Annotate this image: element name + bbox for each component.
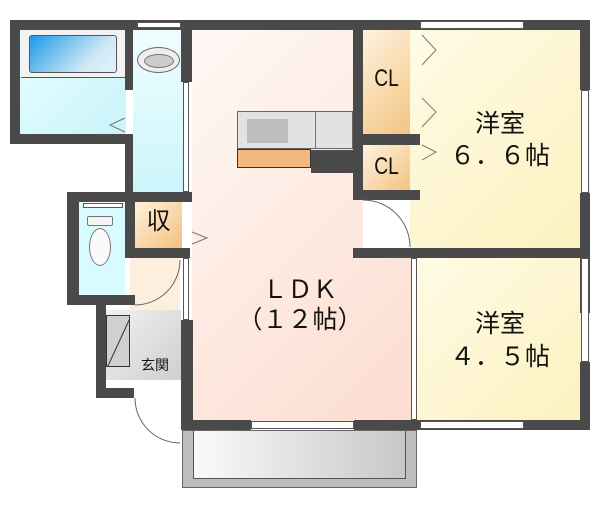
ldk-size: （１２帖） [237, 305, 363, 334]
door-swing-area [363, 200, 410, 248]
window [411, 258, 417, 420]
closet-2-label: CL [374, 153, 399, 180]
western-room-2-name: 洋室 [474, 309, 525, 338]
wall [10, 20, 590, 30]
sink [137, 47, 180, 73]
wall [96, 388, 134, 398]
wall [181, 420, 251, 430]
window [83, 203, 123, 208]
western-room-1 [410, 30, 590, 248]
wall [10, 20, 20, 144]
storage-room [135, 202, 182, 248]
balcony-floor [193, 431, 406, 479]
balcony [182, 430, 417, 488]
window [420, 421, 524, 429]
wall [67, 295, 135, 305]
window [581, 258, 589, 362]
shoe-cabinet-diagonal-icon [107, 319, 129, 366]
western-room-1-size: ６．６帖 [449, 141, 550, 170]
kitchen-stove [237, 149, 311, 168]
window [183, 258, 189, 320]
toilet-tank [87, 216, 113, 226]
entrance-label: 玄関 [141, 358, 169, 374]
wall [580, 362, 590, 430]
window [581, 90, 589, 193]
toilet-bowl [89, 228, 111, 266]
bathtub [29, 35, 117, 73]
wall [353, 134, 420, 145]
closet-1-label: CL [374, 65, 399, 92]
window [420, 21, 524, 29]
closet-2-room [363, 145, 410, 190]
western-room-1-name: 洋室 [474, 109, 525, 138]
wall [125, 134, 133, 202]
closet-1-room [363, 30, 410, 135]
western-room-2-size: ４．５帖 [449, 342, 550, 371]
wall [353, 190, 420, 200]
western-room-2 [416, 258, 590, 423]
sink-basin [144, 54, 174, 68]
wall [181, 320, 193, 430]
entrance-step [130, 258, 180, 310]
wall [10, 134, 125, 144]
wall [125, 30, 133, 90]
wall [580, 20, 590, 90]
kitchen-counter [237, 111, 353, 149]
window [137, 22, 181, 28]
storage-label: 収 [146, 207, 171, 235]
wall [181, 20, 192, 82]
shoe-cabinet [106, 315, 130, 367]
window [251, 421, 354, 429]
wall [353, 248, 590, 258]
wall [311, 150, 363, 173]
wall [67, 192, 192, 202]
ldk-name: ＬＤＫ [262, 275, 338, 304]
wall [580, 193, 590, 313]
wall [67, 192, 79, 305]
counter-divider [315, 112, 316, 148]
wall [125, 202, 135, 258]
kitchen-sink [247, 119, 288, 143]
wall [96, 305, 106, 398]
wall [125, 248, 190, 258]
wall [353, 20, 363, 200]
window [183, 82, 189, 192]
